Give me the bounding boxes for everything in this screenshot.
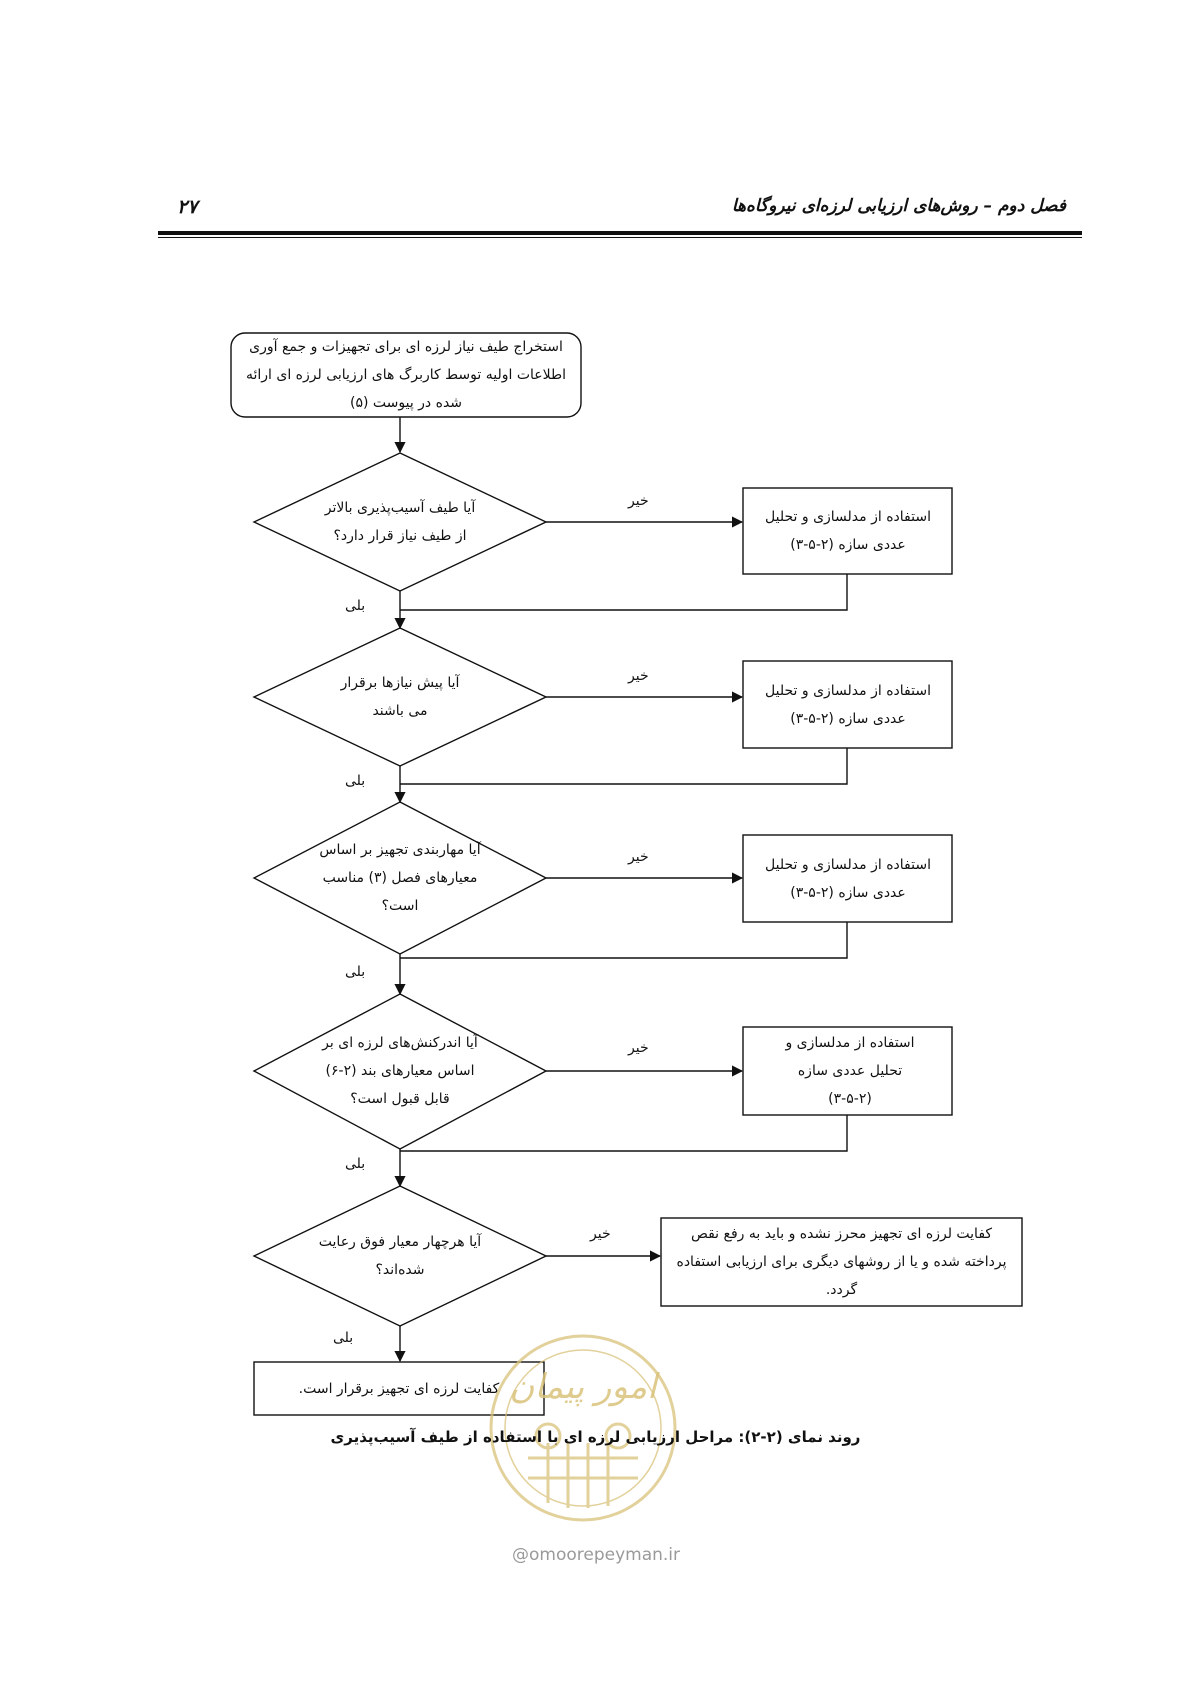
process-3-text: استفاده از مدلسازی و تحلیل عددی سازه (۲-…: [765, 856, 931, 901]
fail-box: [660, 1217, 1023, 1307]
watermark-logo-text: امور پیمان: [509, 1367, 660, 1407]
end-box: [253, 1361, 545, 1416]
start-box: [230, 332, 582, 418]
header-rule-thick: [158, 231, 1082, 235]
watermark-url: @omoorepeyman.ir: [511, 1545, 681, 1565]
caption-text: مراحل ارزیابی لرزه ای با استفاده از طیف …: [330, 1428, 734, 1446]
yes-label-5: بلی: [333, 1330, 354, 1346]
no-label-3: خیر: [628, 849, 649, 865]
no-label-5: خیر: [590, 1226, 611, 1242]
decision-5-text: آیا هرچهار معیار فوق رعایت شده‌اند؟: [318, 1234, 482, 1278]
process-1-text: استفاده از مدلسازی و تحلیل عددی سازه (۲-…: [765, 509, 931, 553]
decision-4-text: آیا اندرکنش‌های لرزه ای بر اساس معیارهای…: [322, 1035, 478, 1107]
decision-2-text: آیا پیش نیازها برقرار می باشند: [340, 675, 460, 719]
yes-label-1: بلی: [345, 598, 366, 614]
process-4-text: استفاده از مدلسازی و تحلیل عددی سازه (۲-…: [785, 1035, 915, 1107]
no-label-1: خیر: [628, 493, 649, 509]
decision-3-text: آیا مهاربندی تجهیز بر اساس معیارهای فصل …: [319, 842, 481, 914]
no-label-4: خیر: [628, 1040, 649, 1056]
yes-label-4: بلی: [345, 1156, 366, 1172]
running-header-title: فصل دوم – روش‌های ارزیابی لرزه‌ای نیروگا…: [731, 196, 1066, 216]
figure-caption: روند نمای (۲-۲): مراحل ارزیابی لرزه ای ب…: [0, 1428, 1191, 1446]
fail-box-text: کفایت لرزه ای تجهیز محرز نشده و باید به …: [676, 1226, 1007, 1298]
end-box-text: کفایت لرزه ای تجهیز برقرار است.: [298, 1380, 500, 1397]
page-number: ۲۷: [177, 196, 198, 218]
no-label-2: خیر: [628, 668, 649, 684]
yes-label-3: بلی: [345, 964, 366, 980]
header-rule-thin: [158, 237, 1082, 238]
process-2-text: استفاده از مدلسازی و تحلیل عددی سازه (۲-…: [765, 682, 931, 727]
start-text: استخراج طیف نیاز لرزه ای برای تجهیزات و …: [245, 339, 567, 411]
caption-label: روند نمای (۲-۲):: [738, 1428, 861, 1446]
watermark-logo: امور پیمان: [489, 1334, 677, 1522]
decision-1-text: آیا طیف آسیب‌پذیری بالاتر از طیف نیاز قر…: [324, 500, 476, 544]
yes-label-2: بلی: [345, 773, 366, 789]
